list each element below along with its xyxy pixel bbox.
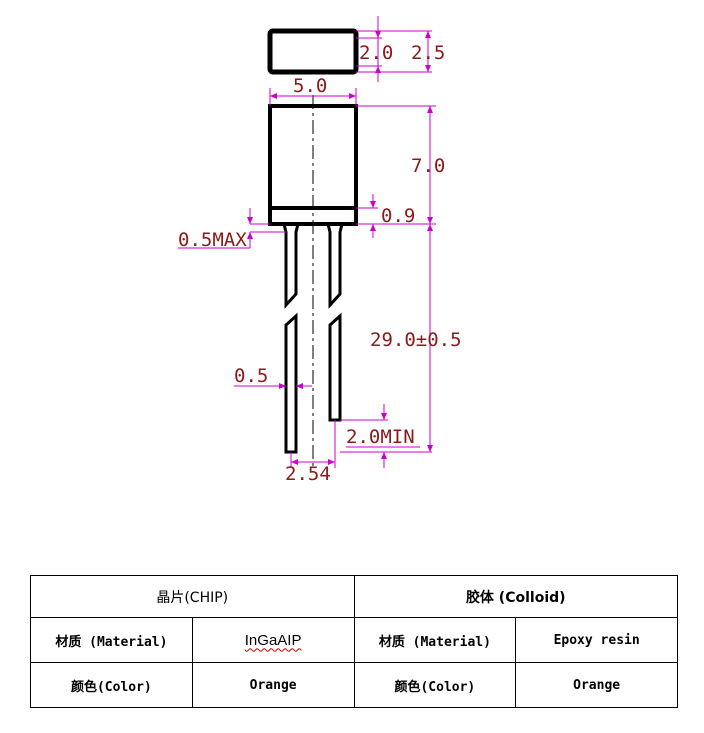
dim-label-2-54: 2.54 xyxy=(285,463,331,485)
chip-material-text: InGaAIP xyxy=(244,631,302,649)
dim-label-2-5: 2.5 xyxy=(411,42,445,64)
dim-label-0-5max: 0.5MAX xyxy=(178,229,247,251)
chip-material-value: InGaAIP xyxy=(191,617,355,663)
led-dimension-drawing: 2.0 2.5 5.0 7.0 0.9 0.5MAX 29.0±0.5 0.5 … xyxy=(178,16,462,485)
chip-material-label: 材质 (Material) xyxy=(30,617,193,663)
chip-header: 晶片(CHIP) xyxy=(30,575,355,618)
right-lead xyxy=(326,223,344,422)
colloid-color-value: Orange xyxy=(515,662,678,708)
specification-table: 晶片(CHIP) 胶体 (Colloid) 材质 (Material) InGa… xyxy=(30,575,678,708)
dimension-lines xyxy=(178,16,436,468)
table-row-color: 颜色(Color) Orange 颜色(Color) Orange xyxy=(30,662,678,708)
table-header-row: 晶片(CHIP) 胶体 (Colloid) xyxy=(30,575,678,618)
top-view-outline xyxy=(267,28,359,75)
dim-label-2-0: 2.0 xyxy=(359,42,393,64)
dim-label-0-5: 0.5 xyxy=(234,365,268,387)
table-row-material: 材质 (Material) InGaAIP 材质 (Material) Epox… xyxy=(30,617,678,663)
dim-label-29-0: 29.0±0.5 xyxy=(370,329,462,351)
dim-label-7-0: 7.0 xyxy=(411,155,445,177)
left-lead xyxy=(282,223,300,454)
colloid-material-value: Epoxy resin xyxy=(515,617,678,663)
dim-label-0-9: 0.9 xyxy=(381,205,415,227)
chip-color-label: 颜色(Color) xyxy=(30,662,193,708)
chip-color-value: Orange xyxy=(191,662,355,708)
colloid-header: 胶体 (Colloid) xyxy=(353,575,678,618)
colloid-color-label: 颜色(Color) xyxy=(353,662,517,708)
dim-label-5-0: 5.0 xyxy=(293,75,327,97)
colloid-material-label: 材质 (Material) xyxy=(353,617,517,663)
dim-label-2-0min: 2.0MIN xyxy=(346,426,415,448)
